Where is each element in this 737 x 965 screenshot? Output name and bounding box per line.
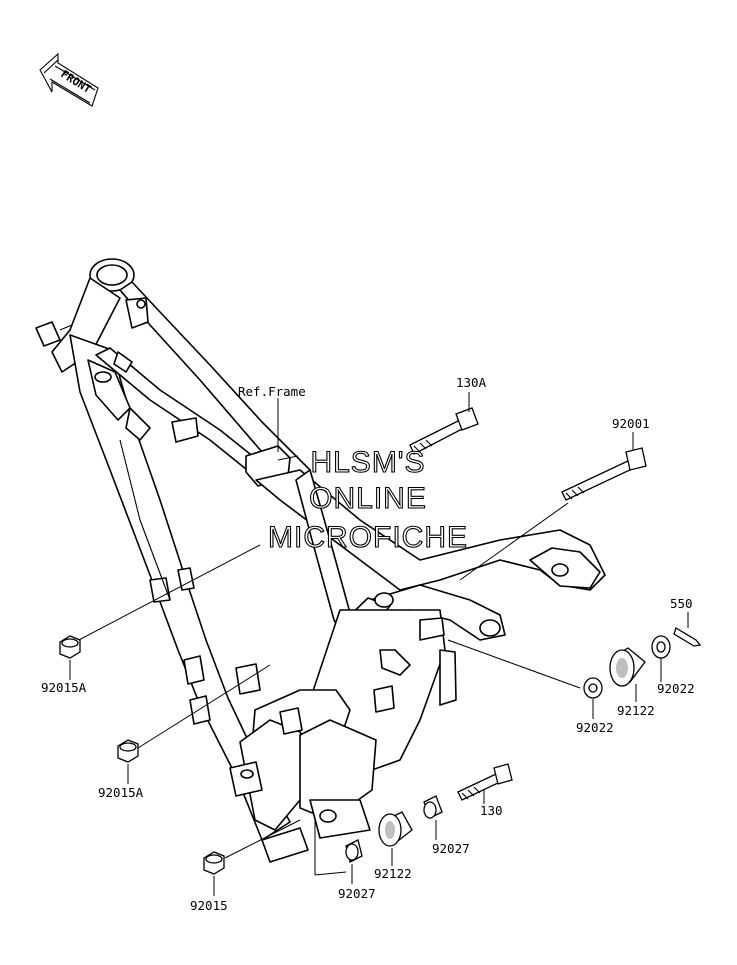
part-label-92027-bottom: 92027 [338,886,376,901]
part-label-130: 130 [480,803,503,818]
washer-92022-right-icon [651,635,671,659]
bush-92122-right-icon [609,647,646,687]
bolt-92001-icon [561,447,647,501]
collar-92027-right-icon [423,795,443,819]
part-label-130a: 130A [456,375,487,390]
part-label-92015a-bottom: 92015A [98,785,144,800]
watermark-line-3: MICROFICHE [268,521,468,554]
nut-92015-icon [203,851,225,875]
nut-92015a-bottom-icon [117,739,139,763]
part-label-92022-left: 92022 [576,720,614,735]
bush-92122-bottom-icon [378,811,413,847]
leader-lines [74,398,581,876]
part-label-92022-right: 92022 [657,681,695,696]
bolt-130a-icon [409,407,479,455]
part-label-92001: 92001 [612,416,650,431]
watermark: HLSM'S ONLINE MICROFICHE [267,445,468,554]
part-label-92015: 92015 [190,898,228,913]
washer-92022-left-icon [583,677,603,699]
part-label-92027-right: 92027 [432,841,470,856]
part-label-92122-bottom: 92122 [374,866,412,881]
watermark-line-1: HLSM'S [310,446,425,479]
frame-drawing [35,258,606,863]
collar-92027-bottom-icon [345,839,363,863]
nut-92015a-top-icon [59,635,81,659]
bolt-130-icon [457,763,513,801]
watermark-line-2: ONLINE [309,482,427,515]
part-labels: Ref.Frame 130A 92001 550 92015A 92015A 9… [41,375,695,913]
part-label-92015a-top: 92015A [41,680,87,695]
front-arrow-icon: FRONT [39,52,99,107]
front-label: FRONT [58,68,93,97]
label-ticks [69,392,662,896]
cotter-pin-550-icon [673,612,702,647]
part-label-550: 550 [670,596,693,611]
ref-frame-label: Ref.Frame [238,384,306,399]
part-label-92122-right: 92122 [617,703,655,718]
